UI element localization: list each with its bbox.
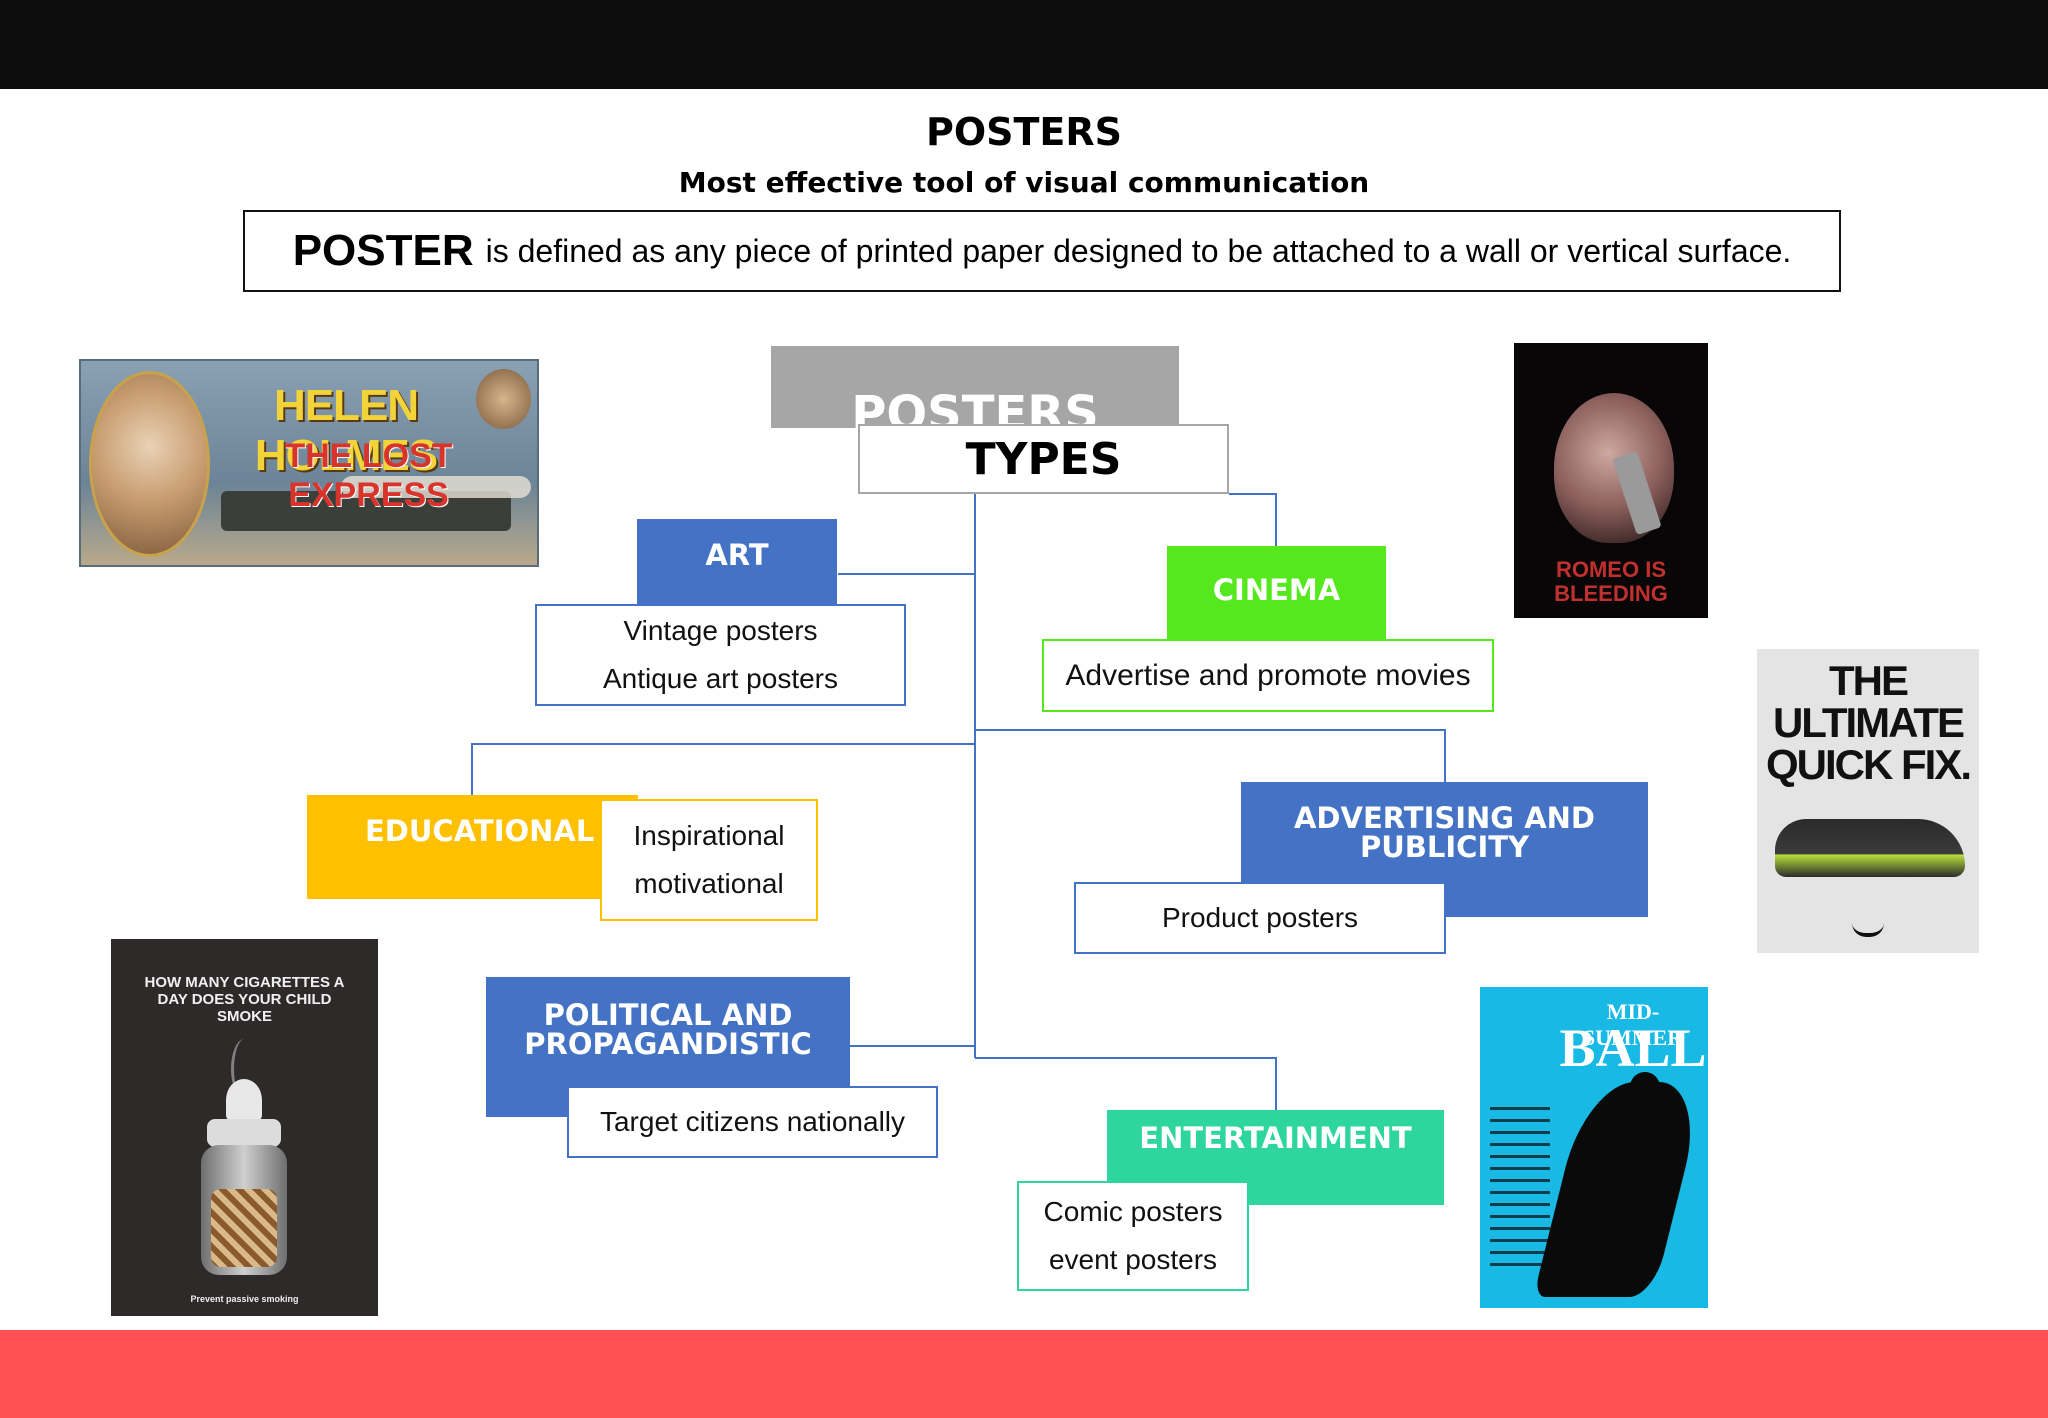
smoking-headline: HOW MANY CIGARETTES A DAY DOES YOUR CHIL… (144, 974, 345, 1025)
list-item: Vintage posters (623, 615, 818, 646)
bottom-bar (0, 1330, 2048, 1418)
type-political-items: Target citizens nationally (567, 1086, 938, 1158)
swoosh-icon (1852, 923, 1884, 937)
ball-line-2: BALL (1559, 1018, 1707, 1078)
list-item: Comic posters (1043, 1196, 1223, 1227)
shoe-shape (1775, 819, 1965, 877)
smoke-wisp (231, 1039, 258, 1099)
type-art-label: ART (705, 538, 769, 572)
poster-image-smoking: HOW MANY CIGARETTES A DAY DOES YOUR CHIL… (111, 939, 378, 1316)
connector-entertainment (975, 1057, 1277, 1110)
type-educational-items: Inspirational motivational (600, 799, 818, 921)
type-art-items: Vintage posters Antique art posters (535, 604, 906, 706)
root-posters-box: POSTERS (771, 346, 1179, 428)
type-cinema-label: CINEMA (1212, 573, 1341, 607)
type-educational-header: EDUCATIONAL (307, 795, 638, 899)
portrait-oval (89, 371, 210, 557)
list-item: Inspirational (633, 820, 785, 851)
type-cinema-header: CINEMA (1167, 546, 1386, 646)
type-entertainment-label: ENTERTAINMENT (1139, 1121, 1412, 1155)
bottle-nipple (226, 1079, 262, 1121)
connector-advertising (975, 729, 1446, 782)
helen-subtitle: THE LOST EXPRESS (284, 437, 453, 514)
helen-title: HELEN HOLMES (254, 381, 438, 480)
page-title: POSTERS (925, 110, 1123, 154)
list-item: motivational (634, 868, 784, 899)
type-entertainment-items: Comic posters event posters (1017, 1181, 1249, 1291)
dancer-head (1630, 1072, 1660, 1102)
definition-box: POSTER is defined as any piece of printe… (243, 210, 1841, 292)
type-political-label: POLITICAL AND PROPAGANDISTIC (524, 998, 812, 1061)
connector-educational (471, 743, 975, 795)
type-educational-label: EDUCATIONAL (365, 814, 595, 848)
event-details (1490, 1107, 1550, 1267)
root-types-label: TYPES (965, 433, 1122, 485)
type-cinema-items: Advertise and promote movies (1042, 639, 1494, 712)
poster-image-ball: MID-SUMMER BALL (1480, 987, 1708, 1308)
poster-image-helen-holmes: HELEN HOLMES THE LOST EXPRESS (79, 359, 539, 567)
nike-line-2: ULTIMATE (1772, 699, 1965, 746)
page-subtitle: Most effective tool of visual communicat… (678, 166, 1370, 199)
dancer-silhouette (1533, 1082, 1707, 1297)
definition-text: is defined as any piece of printed paper… (485, 232, 1792, 269)
root-posters-label: POSTERS (851, 386, 1099, 428)
romeo-title-1: ROMEO IS (1555, 557, 1666, 582)
list-item: Target citizens nationally (599, 1106, 906, 1137)
poster-image-romeo: ROMEO IS BLEEDING (1514, 343, 1708, 618)
list-item: Advertise and promote movies (1065, 658, 1471, 692)
type-advertising-label: ADVERTISING AND PUBLICITY (1293, 801, 1595, 864)
smoke-shape (341, 476, 531, 498)
nike-line-3: QUICK FIX. (1765, 741, 1972, 788)
smoking-footer: Prevent passive smoking (190, 1294, 299, 1304)
poster-image-nike: THE ULTIMATE QUICK FIX. (1757, 649, 1979, 953)
romeo-title-2: BLEEDING (1554, 581, 1668, 606)
connector-cinema (1229, 493, 1277, 546)
ball-line-1: MID-SUMMER (1582, 999, 1684, 1050)
list-item: event posters (1048, 1244, 1218, 1275)
nike-line-1: THE (1829, 657, 1909, 704)
type-advertising-items: Product posters (1074, 882, 1446, 954)
root-types-box: TYPES (858, 424, 1229, 494)
bottle-cap (207, 1119, 281, 1147)
cigarettes-shape (211, 1189, 277, 1267)
list-item: Product posters (1161, 902, 1359, 933)
list-item: Antique art posters (602, 663, 839, 694)
definition-term: POSTER (292, 226, 474, 275)
portrait-small (476, 369, 531, 429)
top-bar (0, 0, 2048, 89)
